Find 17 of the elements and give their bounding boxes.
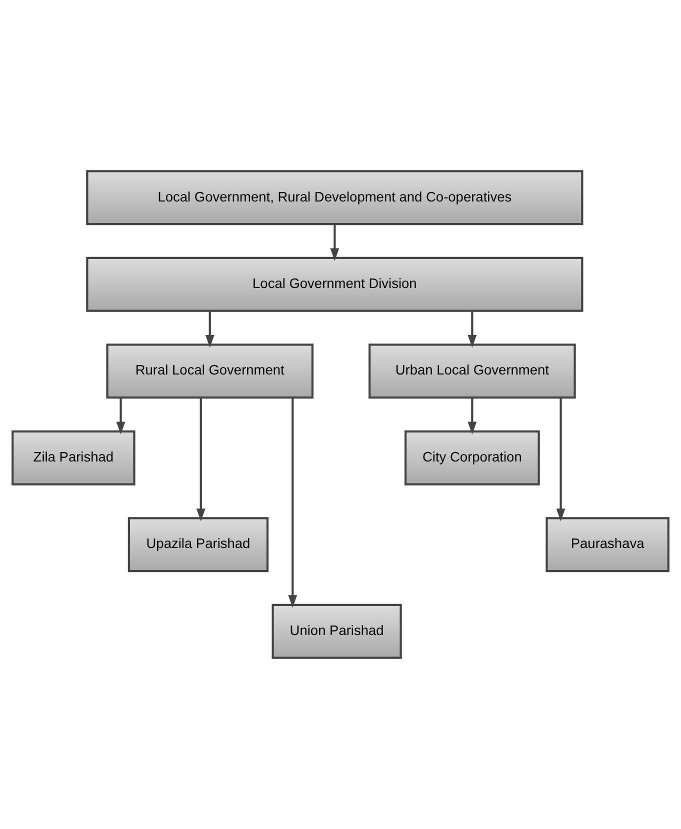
node-box: Urban Local Government (368, 344, 576, 399)
arrow (330, 224, 340, 261)
node-box: Local Government Division (86, 256, 584, 312)
arrow (288, 398, 298, 608)
node-box: Zila Parishad (12, 430, 136, 486)
arrow (556, 398, 566, 522)
node-box: City Corporation (404, 430, 540, 486)
arrow (196, 398, 206, 522)
arrow (468, 310, 477, 348)
node-box: Local Government, Rural Development and Co-operatives (86, 170, 584, 226)
node-box: Paurashava (546, 517, 670, 572)
node-box: Upazila Parishad (128, 517, 269, 572)
node-box: Union Parishad (272, 604, 402, 659)
arrow (205, 310, 214, 348)
arrow (468, 398, 477, 434)
arrow (116, 398, 126, 434)
node-box: Rural Local Government (106, 344, 314, 399)
